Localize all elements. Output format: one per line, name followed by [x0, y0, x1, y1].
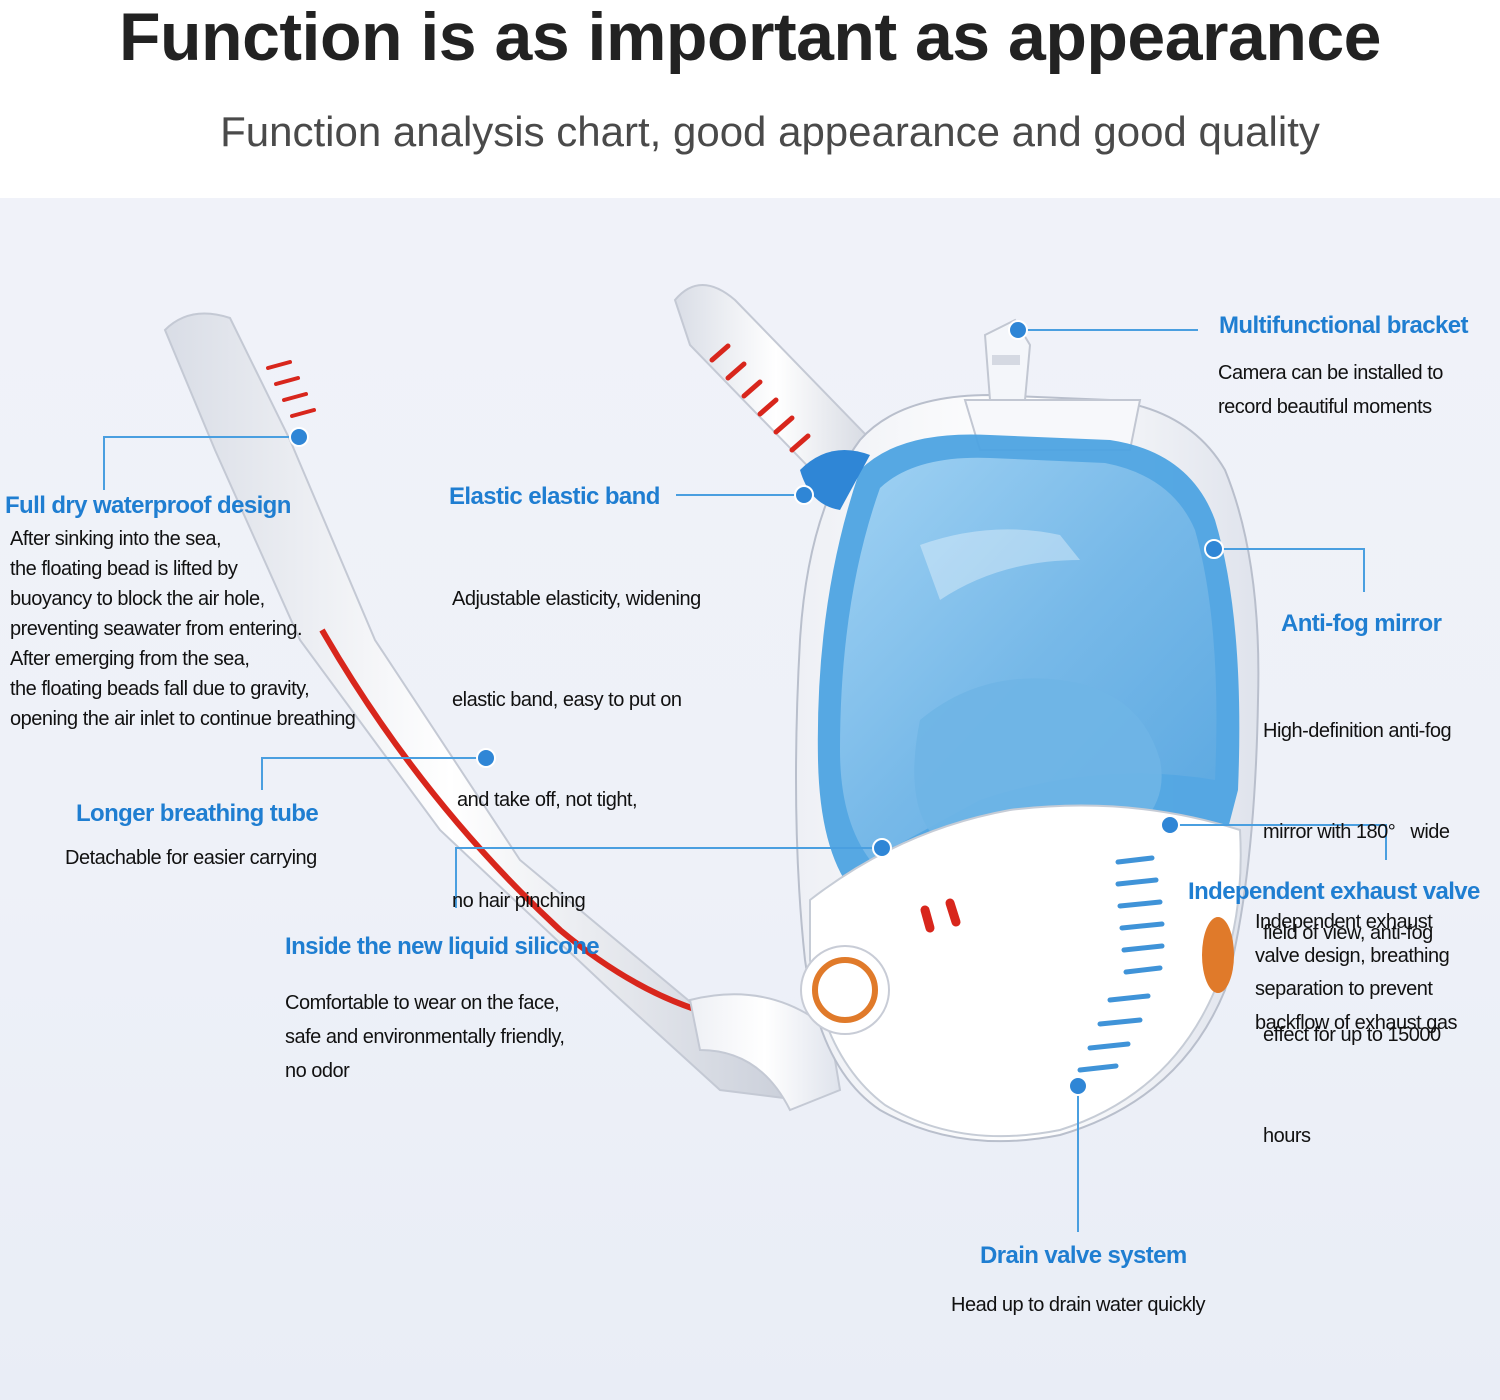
- label-multifunctional-bracket: Multifunctional bracket: [1219, 312, 1468, 339]
- desc-anti-fog-mirror: High-definition anti-fog mirror with 180…: [1263, 647, 1452, 1188]
- desc-line: Camera can be installed to: [1218, 362, 1443, 384]
- desc-line: valve design, breathing: [1255, 944, 1450, 967]
- label-independent-exhaust-valve: Independent exhaust valve: [1188, 878, 1480, 905]
- label-full-dry-waterproof-design: Full dry waterproof design: [5, 492, 291, 519]
- desc-line: Adjustable elasticity, widening: [452, 588, 701, 610]
- desc-line: record beautiful moments: [1218, 396, 1432, 418]
- desc-line: buoyancy to block the air hole,: [10, 588, 265, 610]
- desc-line: Detachable for easier carrying: [65, 847, 317, 869]
- desc-liquid-silicone: Comfortable to wear on the face, safe an…: [285, 986, 565, 1088]
- desc-line: After emerging from the sea,: [10, 648, 250, 670]
- desc-line: After sinking into the sea,: [10, 528, 222, 550]
- desc-elastic-band: Adjustable elasticity, widening elastic …: [452, 516, 701, 952]
- desc-line: elastic band, easy to put on: [452, 688, 682, 711]
- desc-line: and take off, not tight,: [452, 789, 638, 811]
- desc-line: no hair pinching: [452, 889, 586, 912]
- label-elastic-band: Elastic elastic band: [449, 483, 660, 510]
- desc-line: separation to prevent: [1255, 978, 1433, 1000]
- desc-independent-exhaust-valve: Independent exhaust valve design, breath…: [1255, 906, 1457, 1040]
- front-snorkel-tube: [163, 312, 842, 1112]
- desc-line: effect for up to 15000: [1263, 1023, 1441, 1046]
- label-longer-breathing-tube: Longer breathing tube: [76, 800, 319, 827]
- desc-line: High-definition anti-fog: [1263, 719, 1452, 742]
- callout-dots: [289, 320, 1224, 1096]
- desc-multifunctional-bracket: Camera can be installed to record beauti…: [1218, 356, 1443, 424]
- mask-body: [795, 318, 1260, 1143]
- desc-line: Comfortable to wear on the face,: [285, 992, 560, 1014]
- desc-line: Independent exhaust: [1255, 911, 1433, 933]
- desc-line: Head up to drain water quickly: [951, 1294, 1206, 1316]
- desc-line: no odor: [285, 1060, 350, 1082]
- desc-line: hours: [1263, 1125, 1311, 1148]
- desc-line: field of view, anti-fog: [1263, 922, 1433, 945]
- desc-full-dry-waterproof-design: After sinking into the sea, the floating…: [10, 524, 356, 734]
- page-subtitle: Function analysis chart, good appearance…: [220, 108, 1320, 155]
- desc-drain-valve-system: Head up to drain water quickly: [951, 1290, 1206, 1321]
- callout-lines: [103, 329, 1387, 1232]
- page-title: Function is as important as appearance: [118, 0, 1382, 75]
- desc-line: the floating bead is lifted by: [10, 558, 238, 580]
- desc-line: the floating beads fall due to gravity,: [10, 678, 310, 700]
- desc-longer-breathing-tube: Detachable for easier carrying: [65, 843, 317, 874]
- desc-line: backflow of exhaust gas: [1255, 1011, 1457, 1034]
- desc-line: opening the air inlet to continue breath…: [10, 708, 356, 730]
- desc-line: preventing seawater from entering.: [10, 618, 303, 640]
- label-drain-valve-system: Drain valve system: [980, 1242, 1187, 1269]
- desc-line: mirror with 180° wide: [1263, 820, 1450, 843]
- desc-line: safe and environmentally friendly,: [285, 1026, 565, 1048]
- label-anti-fog-mirror: Anti-fog mirror: [1281, 610, 1442, 637]
- label-liquid-silicone: Inside the new liquid silicone: [285, 933, 600, 960]
